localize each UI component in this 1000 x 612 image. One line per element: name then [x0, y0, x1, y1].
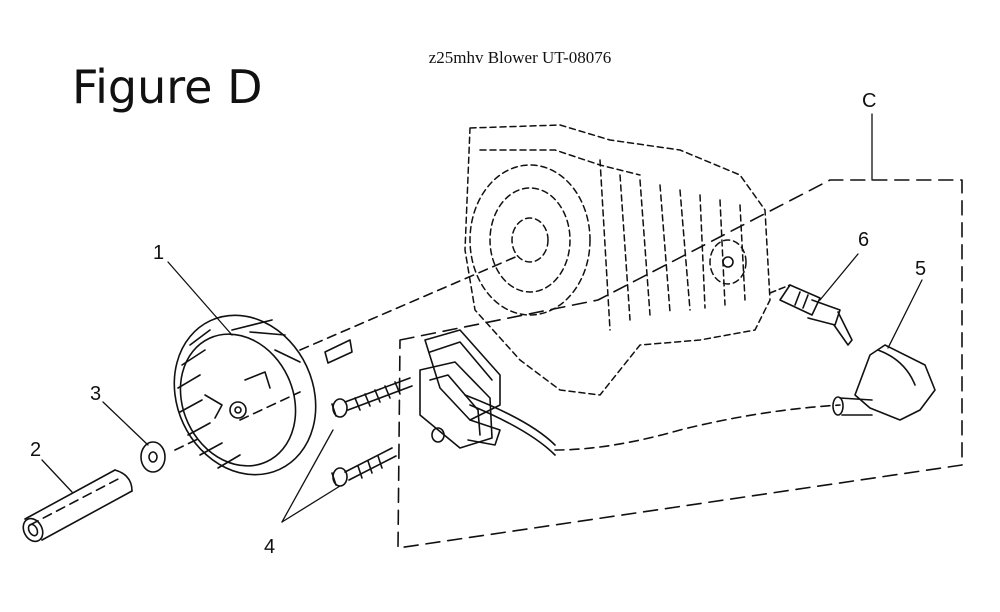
callout-5: 5: [915, 258, 926, 280]
mounting-screw-upper: [331, 377, 413, 418]
callout-4: 4: [264, 536, 275, 558]
leader-6: [819, 253, 859, 301]
ignition-lead: [554, 404, 841, 451]
leader-3: [102, 401, 149, 446]
leader-4b: [281, 485, 341, 523]
flywheel: [173, 314, 317, 476]
callout-2: 2: [30, 439, 41, 461]
model-title: z25mhv Blower UT-08076: [428, 48, 612, 67]
engine-block: [464, 124, 771, 396]
callout-6: 6: [858, 229, 869, 251]
leader-2: [41, 459, 73, 493]
leader-4a: [281, 429, 334, 523]
spark-plug: [769, 284, 853, 346]
assembly-axis: [29, 391, 301, 526]
crankshaft-end: [324, 339, 353, 364]
crankshaft-axis: [299, 254, 521, 351]
callout-3: 3: [90, 383, 101, 405]
leader-1: [167, 261, 233, 336]
leader-5: [887, 279, 923, 349]
ignition-module: [419, 329, 556, 456]
spark-plug-port: [722, 256, 734, 268]
spark-plug-boot: [832, 344, 936, 421]
sleeve-tube: [22, 469, 133, 543]
leader-lines: [41, 113, 923, 523]
washer: [140, 441, 166, 473]
callout-c: C: [862, 90, 876, 112]
mounting-screw-lower: [331, 447, 397, 487]
callout-1: 1: [153, 242, 164, 264]
figure-title: Figure D: [72, 60, 263, 114]
group-c-outline: [397, 179, 963, 549]
